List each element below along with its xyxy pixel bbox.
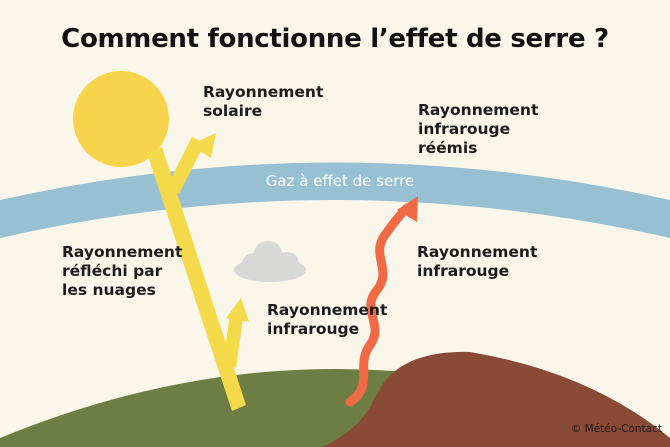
cloud-icon <box>234 241 306 282</box>
sun-icon <box>73 71 169 167</box>
label-infrared-reemitted: Rayonnement infrarouge réémis <box>418 101 539 157</box>
label-infrared-center: Rayonnement infrarouge <box>267 301 388 338</box>
copyright-credit: © Météo-Contact <box>570 423 662 435</box>
page-title: Comment fonctionne l’effet de serre ? <box>61 24 609 54</box>
reflected-ray-lower <box>223 314 243 368</box>
label-infrared-right: Rayonnement infrarouge <box>417 243 538 280</box>
reflected-ray-lower-head <box>226 298 249 322</box>
infrared-ray-head <box>397 196 418 222</box>
reflected-ray-upper-head <box>190 133 216 158</box>
reflected-ray-upper <box>166 137 205 194</box>
infrared-ray <box>345 203 412 407</box>
label-reflected-by-clouds: Rayonnement réfléchi par les nuages <box>62 243 183 299</box>
label-greenhouse-gas: Gaz à effet de serre <box>265 172 415 190</box>
ground-brown <box>322 351 670 447</box>
solar-ray <box>147 147 246 411</box>
label-solar-radiation: Rayonnement solaire <box>203 83 324 120</box>
